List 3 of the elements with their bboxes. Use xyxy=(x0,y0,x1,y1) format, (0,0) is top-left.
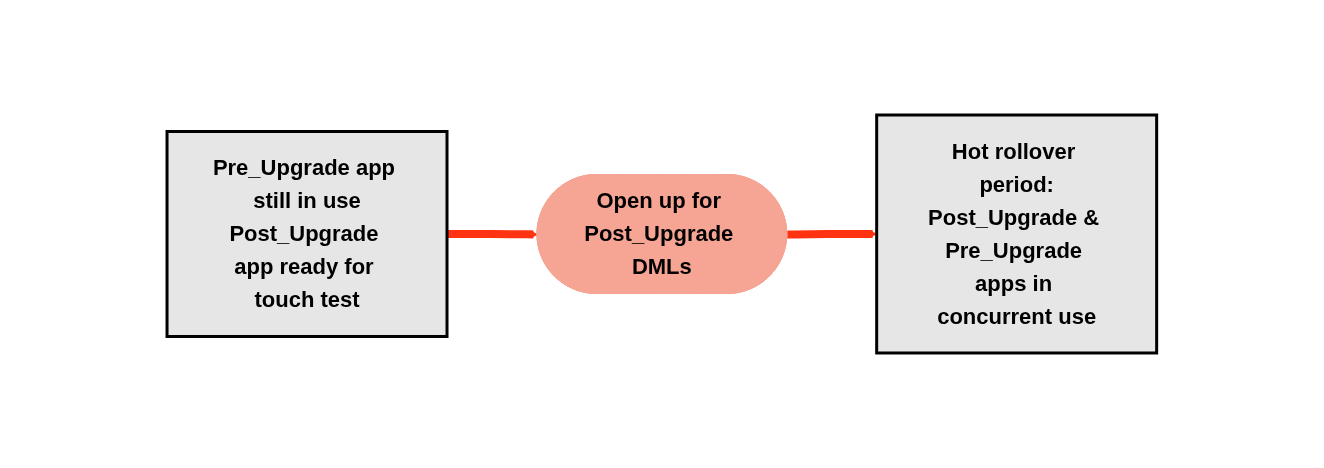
arrow xyxy=(447,230,539,239)
node-box: Hot rollover period: Post_Upgrade & Pre_Upgrade apps in concurrent use xyxy=(875,113,1159,355)
node-box: Pre_Upgrade app still in use Post_Upgrade app ready for touch test xyxy=(165,130,449,338)
